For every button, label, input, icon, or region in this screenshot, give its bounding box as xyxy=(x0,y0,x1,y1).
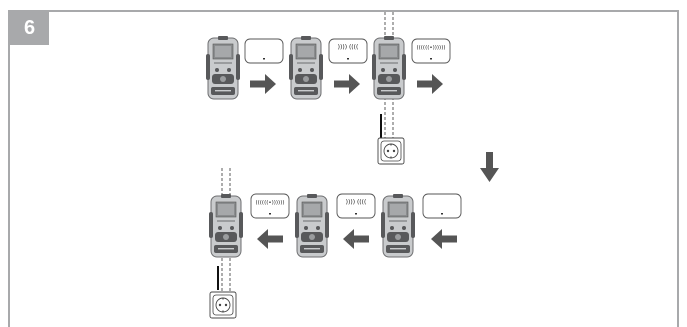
arrow-left-icon xyxy=(343,229,369,249)
arrow-right-icon xyxy=(334,74,360,94)
display-bubble-blank xyxy=(422,193,462,219)
detector-icon xyxy=(371,35,407,100)
display-bubble-blank xyxy=(244,38,284,64)
page-frame xyxy=(8,10,679,327)
arrow-left-icon xyxy=(257,229,283,249)
display-bubble-weak-signal: )))) (((( xyxy=(336,193,376,219)
arrow-right-icon xyxy=(250,74,276,94)
detector-icon xyxy=(205,35,241,100)
svg-text:((((((•)))))): ((((((•)))))) xyxy=(256,200,285,206)
svg-text:)))) ((((: )))) (((( xyxy=(338,44,359,51)
svg-text:((((((•)))))): ((((((•)))))) xyxy=(417,45,446,51)
detection-lines xyxy=(384,12,394,140)
detector-icon xyxy=(294,193,330,258)
svg-text:)))) ((((: )))) (((( xyxy=(346,199,367,206)
detector-icon xyxy=(380,193,416,258)
display-bubble-strong-signal: ((((((•)))))) xyxy=(411,38,451,64)
detector-icon xyxy=(288,35,324,100)
step-number-badge: 6 xyxy=(10,11,49,45)
display-bubble-strong-signal: ((((((•)))))) xyxy=(250,193,290,219)
electrical-socket-icon xyxy=(377,137,405,165)
display-bubble-weak-signal: )))) (((( xyxy=(328,38,368,64)
electrical-socket-icon xyxy=(209,291,237,319)
detector-icon xyxy=(208,193,244,258)
arrow-down-icon xyxy=(480,152,499,182)
arrow-left-icon xyxy=(431,229,457,249)
arrow-right-icon xyxy=(417,74,443,94)
